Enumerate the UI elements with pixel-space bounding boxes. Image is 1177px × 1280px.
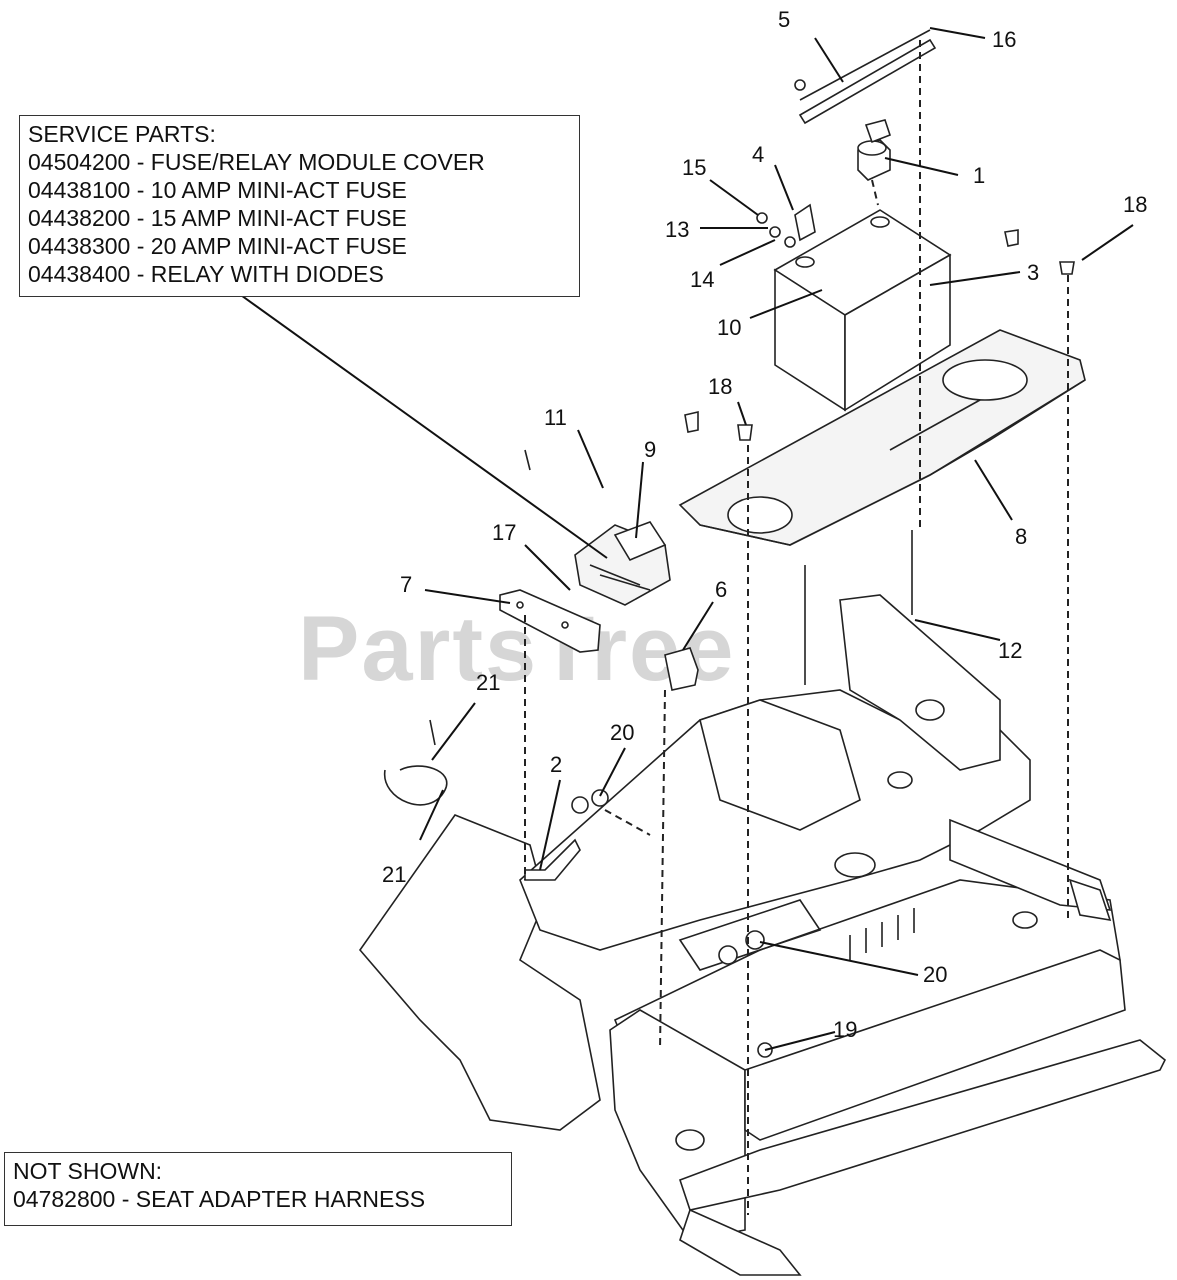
module-bracket	[499, 589, 601, 653]
callout-12: 12	[998, 638, 1022, 663]
callout-13: 13	[665, 217, 689, 242]
callout-14: 14	[690, 267, 714, 292]
callout-20-lower: 20	[923, 962, 947, 987]
service-part-item: 04438300 - 20 AMP MINI-ACT FUSE	[28, 233, 407, 259]
service-part-item: 04438400 - RELAY WITH DIODES	[28, 261, 384, 287]
callout-3: 3	[1027, 260, 1039, 285]
callout-labels: 1 2 3 4 5 6 7 8 9 10 11 12 13 14 15 16 1…	[382, 7, 1147, 1042]
not-shown-item: 04782800 - SEAT ADAPTER HARNESS	[13, 1186, 426, 1212]
callout-20-upper: 20	[610, 720, 634, 745]
battery-tray	[678, 329, 1086, 546]
callout-18-left: 18	[708, 374, 732, 399]
callout-9: 9	[644, 437, 656, 462]
callout-8: 8	[1015, 524, 1027, 549]
callout-17: 17	[492, 520, 516, 545]
callout-6: 6	[715, 577, 727, 602]
small-hardware	[384, 203, 1075, 1058]
service-part-item: 04504200 - FUSE/RELAY MODULE COVER	[28, 149, 485, 175]
fuse-relay-module	[574, 521, 671, 606]
callout-11: 11	[544, 405, 567, 430]
callout-4: 4	[752, 142, 764, 167]
callout-21-lower: 21	[382, 862, 406, 887]
callout-18-right: 18	[1123, 192, 1147, 217]
leader-lines	[237, 27, 1134, 1051]
service-parts-heading: SERVICE PARTS:	[28, 121, 216, 147]
callout-19: 19	[833, 1017, 857, 1042]
callout-1: 1	[973, 163, 985, 188]
service-parts-box: SERVICE PARTS: 04504200 - FUSE/RELAY MOD…	[19, 115, 580, 297]
callout-16: 16	[992, 27, 1016, 52]
hold-down-bar	[794, 29, 937, 125]
callout-5: 5	[778, 7, 790, 32]
callout-21-upper: 21	[476, 670, 500, 695]
frame-assembly	[358, 594, 1167, 1276]
battery	[773, 209, 952, 412]
not-shown-heading: NOT SHOWN:	[13, 1158, 163, 1184]
service-part-item: 04438200 - 15 AMP MINI-ACT FUSE	[28, 205, 407, 231]
service-part-item: 04438100 - 10 AMP MINI-ACT FUSE	[28, 177, 407, 203]
callout-15: 15	[682, 155, 706, 180]
callout-2: 2	[550, 752, 562, 777]
terminal-cover	[857, 119, 891, 181]
not-shown-box: NOT SHOWN: 04782800 - SEAT ADAPTER HARNE…	[4, 1152, 512, 1226]
callout-10: 10	[717, 315, 741, 340]
assembly-lines	[524, 40, 1069, 1215]
callout-7: 7	[400, 572, 412, 597]
